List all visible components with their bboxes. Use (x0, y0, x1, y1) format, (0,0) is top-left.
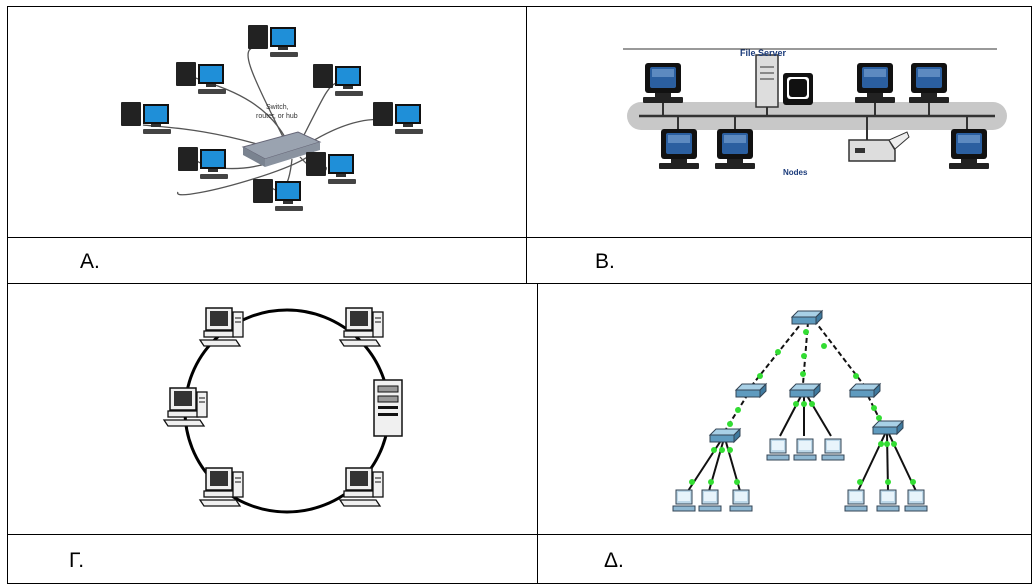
computer-icon (248, 25, 298, 57)
switch-icon (849, 383, 881, 398)
computer-icon (339, 307, 384, 347)
printer-icon (848, 131, 910, 162)
computer-icon (373, 102, 423, 134)
server-icon (373, 379, 403, 437)
computer-icon (672, 489, 696, 512)
cell-label-a: A. (7, 237, 527, 284)
computer-icon (121, 102, 171, 134)
computer-icon (909, 63, 949, 103)
computer-icon (821, 438, 845, 461)
computer-icon (949, 129, 989, 169)
computer-icon (643, 63, 683, 103)
computer-icon (715, 129, 755, 169)
cell-label-gamma: Γ. (7, 534, 538, 584)
file-server-label: File Server (740, 48, 787, 58)
label-a: A. (80, 250, 100, 273)
switch-icon (789, 383, 821, 398)
cell-bus-image: File Server Nodes (526, 6, 1032, 238)
computer-icon (199, 307, 244, 347)
switch-icon (791, 310, 823, 325)
switch-icon (735, 383, 767, 398)
computer-icon (176, 62, 226, 94)
computer-icon (766, 438, 790, 461)
label-delta: Δ. (604, 549, 624, 572)
computer-icon (199, 467, 244, 507)
computer-icon (178, 147, 228, 179)
ring-topology-image (163, 307, 403, 514)
cell-label-b: B. (526, 237, 1032, 284)
hub-label-line2: router, or hub (256, 113, 298, 120)
computer-icon (306, 152, 356, 184)
star-topology-image: Switch, router, or hub (121, 25, 423, 211)
computer-icon (855, 63, 895, 103)
cell-star-image: Switch, router, or hub (7, 6, 527, 238)
label-b: B. (595, 250, 615, 273)
label-gamma: Γ. (69, 549, 85, 572)
topology-table: Switch, router, or hub (7, 6, 1032, 584)
tree-topology-image (672, 310, 928, 512)
computer-icon (313, 64, 363, 96)
computer-icon (904, 489, 928, 512)
hub-label-line1: Switch, (266, 104, 289, 111)
computer-icon (844, 489, 868, 512)
file-server-icon (755, 54, 813, 108)
cell-ring-image (7, 283, 538, 535)
computer-icon (659, 129, 699, 169)
nodes-label: Nodes (783, 168, 808, 177)
computer-icon (163, 387, 208, 427)
computer-icon (698, 489, 722, 512)
switch-icon (872, 420, 904, 435)
bus-topology-image: File Server Nodes (623, 48, 1007, 177)
cell-label-delta: Δ. (537, 534, 1032, 584)
computer-icon (339, 467, 384, 507)
computer-icon (793, 438, 817, 461)
computer-icon (253, 179, 303, 211)
switch-icon (709, 428, 741, 443)
computer-icon (729, 489, 753, 512)
cell-tree-image (537, 283, 1032, 535)
computer-icon (876, 489, 900, 512)
